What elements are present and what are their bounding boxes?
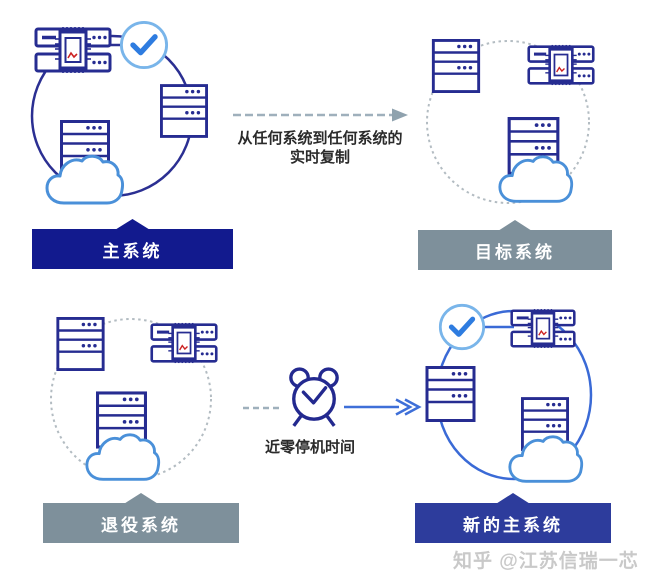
check-circle-icon: [121, 22, 166, 67]
server-cpu-icon: [34, 25, 112, 75]
primary-system-label: 主系统: [102, 241, 163, 261]
retired-system-cluster: [50, 317, 218, 481]
server-stack-icon: [160, 84, 208, 138]
server-cpu-icon: [527, 43, 595, 87]
cloud-icon: [45, 154, 125, 205]
new-primary-system-label: 新的主系统: [463, 515, 563, 535]
target-system-cluster: [426, 39, 595, 204]
check-circle-icon: [440, 305, 483, 348]
retired-system-label: 退役系统: [101, 515, 181, 535]
server-stack-icon: [431, 39, 481, 93]
cutover-arrow: [243, 367, 422, 428]
retired-cycle-ring: [50, 318, 212, 480]
arrowhead: [392, 108, 408, 122]
replication-label-line1: 从任何系统到任何系统的: [237, 130, 403, 147]
arrowhead: [404, 398, 422, 416]
replication-label-line2: 实时复制: [289, 149, 350, 166]
alarm-clock-icon: [289, 367, 339, 428]
new-primary-system-cluster: [425, 305, 593, 483]
server-cpu-icon: [510, 307, 576, 350]
downtime-label: 近零停机时间: [264, 439, 355, 456]
target-cycle-ring: [426, 40, 590, 204]
cloud-icon: [508, 435, 584, 483]
watermark-text: 知乎 @江苏信瑞一芯: [453, 551, 639, 572]
replication-arrow: [233, 108, 408, 122]
server-stack-icon: [56, 317, 105, 371]
primary-system-cluster: [30, 22, 208, 205]
arrowhead: [395, 398, 413, 416]
replication-label: 从任何系统到任何系统的 实时复制: [225, 129, 415, 167]
target-system-label: 目标系统: [475, 242, 555, 262]
server-stack-icon: [425, 366, 476, 422]
server-cpu-icon: [150, 321, 218, 365]
